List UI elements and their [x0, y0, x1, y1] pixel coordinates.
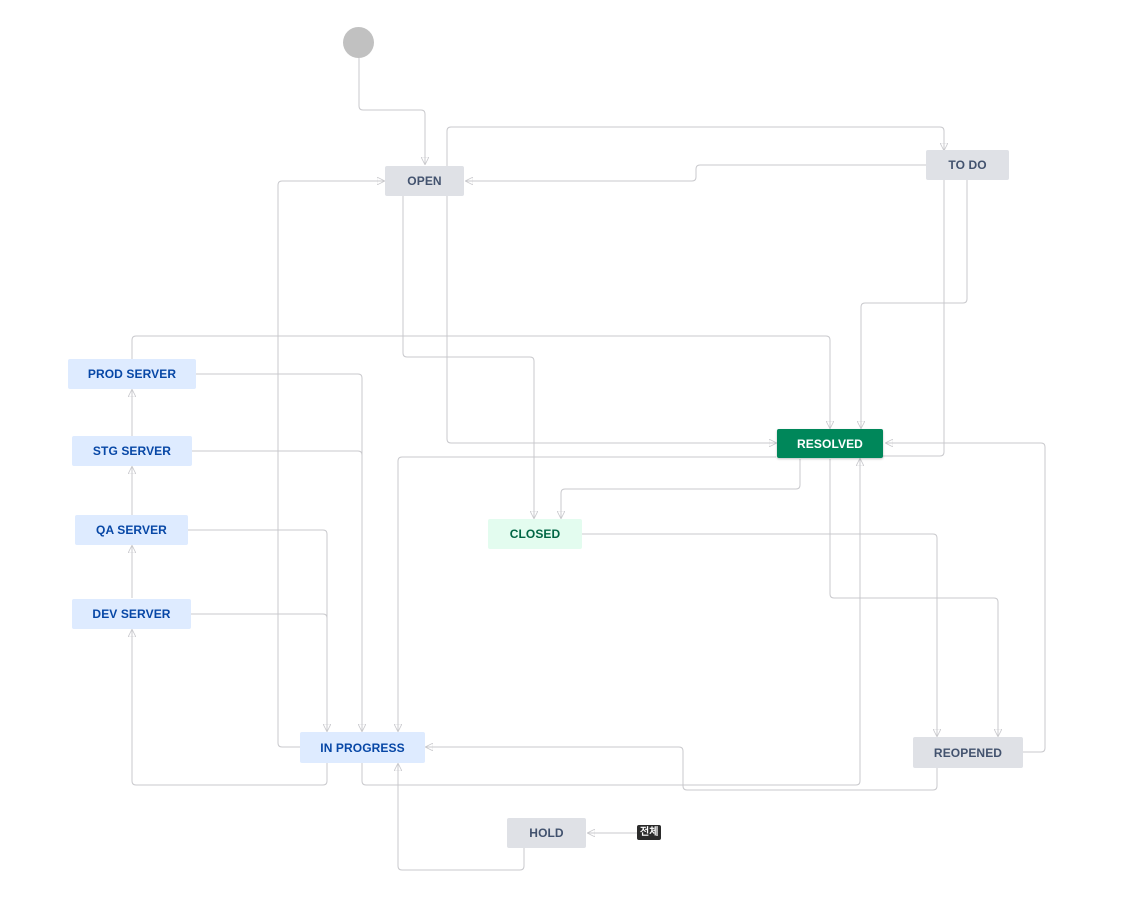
global-transition-badge[interactable]: 전체 — [637, 825, 662, 840]
status-todo[interactable]: TO DO — [926, 150, 1009, 180]
transition-open-to-todo[interactable] — [446, 126, 944, 166]
transition-dev-to-inprogress[interactable] — [191, 613, 328, 619]
transition-prod-to-inprogress[interactable] — [196, 373, 362, 731]
transition-stg-to-inprogress[interactable] — [192, 450, 363, 456]
transition-inprogress-to-open[interactable] — [277, 181, 384, 748]
transition-inprogress-to-dev[interactable] — [132, 630, 328, 786]
status-closed[interactable]: CLOSED — [488, 519, 582, 549]
transition-hold-to-inprogress[interactable] — [398, 764, 525, 871]
transition-qa-to-inprogress[interactable] — [188, 529, 327, 731]
status-stg-server-label: STG SERVER — [92, 444, 172, 458]
transition-start-to-open[interactable] — [358, 58, 425, 164]
transition-resolved-to-reopened[interactable] — [829, 459, 998, 736]
transition-todo-to-open[interactable] — [466, 164, 926, 181]
status-resolved-label: RESOLVED — [797, 436, 863, 451]
transition-inprogress-to-resolved[interactable] — [361, 459, 860, 786]
transition-resolved-to-inprogress[interactable] — [398, 456, 776, 731]
status-hold-label: HOLD — [529, 826, 564, 840]
status-todo-label: TO DO — [948, 158, 987, 172]
transition-reopened-to-inprogress[interactable] — [426, 747, 938, 791]
status-stg-server[interactable]: STG SERVER — [72, 436, 192, 466]
status-open-label: OPEN — [407, 174, 442, 188]
start-node[interactable] — [343, 27, 374, 58]
status-reopened-label: REOPENED — [933, 745, 1003, 760]
transition-open-to-resolved[interactable] — [446, 196, 776, 443]
transition-prod-to-resolved[interactable] — [131, 335, 830, 428]
status-in-progress[interactable]: IN PROGRESS — [300, 732, 425, 763]
status-closed-label: CLOSED — [509, 527, 561, 541]
transition-todo-to-resolved[interactable] — [861, 180, 968, 428]
status-qa-server-label: QA SERVER — [96, 523, 167, 537]
status-prod-server-label: PROD SERVER — [87, 367, 177, 381]
status-dev-server-label: DEV SERVER — [92, 607, 171, 621]
transition-todo-to-resolved-side[interactable] — [883, 180, 945, 457]
transition-resolved-to-closed[interactable] — [561, 459, 801, 518]
status-qa-server[interactable]: QA SERVER — [75, 515, 188, 545]
status-prod-server[interactable]: PROD SERVER — [68, 359, 196, 389]
transition-open-to-closed[interactable] — [402, 196, 534, 518]
transition-reopened-to-resolved[interactable] — [886, 443, 1046, 753]
status-dev-server[interactable]: DEV SERVER — [72, 599, 191, 629]
status-in-progress-label: IN PROGRESS — [320, 740, 405, 755]
status-open[interactable]: OPEN — [385, 166, 464, 196]
status-resolved[interactable]: RESOLVED — [777, 429, 883, 458]
status-hold[interactable]: HOLD — [507, 818, 586, 848]
status-reopened[interactable]: REOPENED — [913, 737, 1023, 768]
transition-closed-to-reopened[interactable] — [582, 533, 937, 736]
